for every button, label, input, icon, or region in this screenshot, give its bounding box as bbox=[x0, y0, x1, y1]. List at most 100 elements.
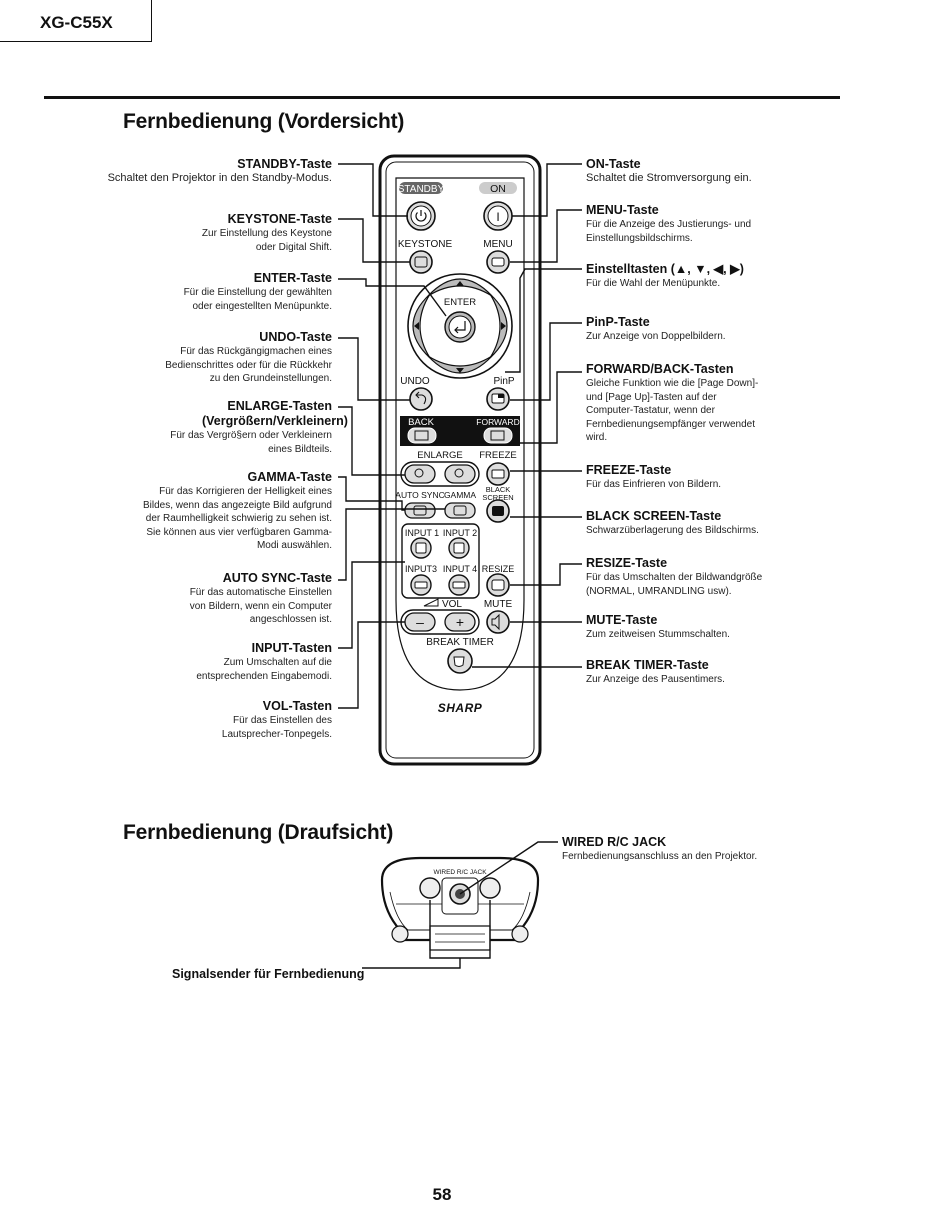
callout-title: AUTO SYNC-Taste bbox=[222, 571, 332, 585]
break-timer-button[interactable] bbox=[447, 648, 473, 674]
callout-desc: Schaltet den Projektor in den Standby-Mo… bbox=[107, 172, 332, 184]
callout-desc: Für die Anzeige des Justierungs- und Ein… bbox=[586, 219, 752, 244]
input3-button[interactable] bbox=[410, 574, 432, 596]
callout-desc: Für das Einstellen des Lautsprecher-Tonp… bbox=[221, 715, 332, 740]
header-rule bbox=[44, 96, 840, 99]
on-label-pill bbox=[479, 182, 517, 194]
mute-button[interactable] bbox=[486, 610, 510, 634]
standby-label-pill bbox=[399, 182, 443, 194]
callout-break-timer: BREAK TIMER-Taste Zur Anzeige des Pausen… bbox=[586, 658, 786, 687]
callout-vol: VOL-Tasten Für das Einstellen des Lautsp… bbox=[102, 699, 332, 741]
vol-up-button[interactable]: + bbox=[444, 612, 476, 632]
callout-desc: Schaltet die Stromversorgung ein. bbox=[586, 172, 752, 184]
freeze-button[interactable] bbox=[486, 462, 510, 486]
enter-icon bbox=[454, 321, 466, 334]
down-button[interactable] bbox=[427, 355, 493, 374]
black-label: BLACK bbox=[486, 485, 511, 494]
front-view-title: Fernbedienung (Vordersicht) bbox=[123, 110, 405, 133]
callout-desc: Zum zeitweisen Stummschalten. bbox=[586, 629, 730, 640]
callout-title: FREEZE-Taste bbox=[586, 463, 672, 477]
callout-pinp: PinP-Taste Zur Anzeige von Doppelbildern… bbox=[586, 315, 786, 344]
callout-on: ON-Taste Schaltet die Stromversorgung ei… bbox=[586, 157, 776, 186]
forward-icon bbox=[490, 430, 505, 441]
undo-button[interactable] bbox=[409, 387, 433, 411]
callout-freeze: FREEZE-Taste Für das Einfrieren von Bild… bbox=[586, 463, 786, 492]
callout-undo: UNDO-Taste Für das Rückgängigmachen eine… bbox=[102, 330, 332, 386]
callout-standby: STANDBY-Taste Schaltet den Projektor in … bbox=[102, 157, 332, 186]
wired-rc-jack-label: WIRED R/C JACK bbox=[433, 869, 487, 876]
callout-desc: Für die Einstellung der gewählten oder e… bbox=[183, 287, 332, 312]
callout-title: STANDBY-Taste bbox=[237, 157, 332, 171]
callout-title: RESIZE-Taste bbox=[586, 556, 668, 570]
input1-button[interactable] bbox=[410, 537, 432, 559]
resize-button[interactable] bbox=[486, 573, 510, 597]
input3-label: INPUT3 bbox=[405, 564, 437, 574]
menu-button[interactable] bbox=[486, 250, 510, 274]
sharp-logo: SHARP bbox=[438, 701, 483, 715]
enlarge-zoom-in-button[interactable] bbox=[404, 464, 436, 484]
callout-desc: Zur Anzeige des Pausentimers. bbox=[586, 674, 725, 685]
callout-desc: Zum Umschalten auf die entsprechenden Ei… bbox=[196, 657, 332, 682]
callout-title: BREAK TIMER-Taste bbox=[586, 658, 709, 672]
direction-pad[interactable]: ENTER bbox=[407, 273, 513, 379]
resize-label: RESIZE bbox=[482, 564, 515, 574]
black-screen-button[interactable] bbox=[486, 499, 510, 523]
callout-desc: Für das Korrigieren der Helligkeit eines… bbox=[142, 486, 332, 551]
callout-title: MUTE-Taste bbox=[586, 613, 658, 627]
callout-black-screen: BLACK SCREEN-Taste Schwarzüberlagerung d… bbox=[586, 509, 786, 538]
screen-label: SCREEN bbox=[482, 493, 513, 502]
minus-icon: – bbox=[416, 614, 424, 630]
callout-menu: MENU-Taste Für die Anzeige des Justierun… bbox=[586, 203, 761, 245]
right-button[interactable] bbox=[489, 293, 508, 359]
callout-title: GAMMA-Taste bbox=[247, 470, 333, 484]
callout-wired-jack: WIRED R/C JACK Fernbedienungsanschluss a… bbox=[562, 835, 782, 864]
input4-button[interactable] bbox=[448, 574, 470, 596]
on-label: ON bbox=[490, 183, 506, 195]
auto-sync-label: AUTO SYNC bbox=[395, 490, 444, 500]
callout-title: UNDO-Taste bbox=[259, 330, 332, 344]
input1-label: INPUT 1 bbox=[405, 528, 439, 538]
callout-title: MENU-Taste bbox=[586, 203, 659, 217]
break-timer-label: BREAK TIMER bbox=[426, 637, 494, 648]
down-arrow-icon bbox=[456, 368, 464, 373]
left-button[interactable] bbox=[412, 293, 431, 359]
forward-label: FORWARD bbox=[476, 417, 519, 427]
pinp-button[interactable] bbox=[486, 387, 510, 411]
callout-title: VOL-Tasten bbox=[262, 699, 332, 713]
freeze-icon bbox=[491, 469, 505, 479]
up-button[interactable] bbox=[427, 278, 493, 297]
forward-button[interactable] bbox=[483, 427, 513, 444]
vol-down-button[interactable]: – bbox=[404, 612, 436, 632]
keystone-button[interactable] bbox=[409, 250, 433, 274]
callout-keystone: KEYSTONE-Taste Zur Einstellung des Keyst… bbox=[102, 212, 332, 254]
callout-forward-back: FORWARD/BACK-Tasten Gleiche Funktion wie… bbox=[586, 362, 761, 445]
gamma-button[interactable] bbox=[444, 502, 476, 519]
input4-icon bbox=[452, 581, 466, 589]
standby-button[interactable] bbox=[406, 201, 436, 231]
mute-icon bbox=[491, 613, 500, 631]
input2-icon bbox=[453, 542, 465, 554]
input2-button[interactable] bbox=[448, 537, 470, 559]
signal-emitter bbox=[429, 925, 491, 951]
callout-enter: ENTER-Taste Für die Einstellung der gewä… bbox=[102, 271, 332, 313]
up-arrow-icon bbox=[456, 281, 464, 286]
callout-title: ON-Taste bbox=[586, 157, 641, 171]
plus-icon: + bbox=[456, 614, 464, 630]
on-button[interactable]: I bbox=[483, 201, 513, 231]
callout-auto-sync: AUTO SYNC-Taste Für das automatische Ein… bbox=[102, 571, 332, 627]
callout-desc: Für die Wahl der Menüpunkte. bbox=[586, 278, 721, 289]
enlarge-zoom-out-button[interactable] bbox=[444, 464, 476, 484]
mute-label: MUTE bbox=[484, 599, 513, 610]
input3-icon bbox=[414, 581, 428, 589]
enter-button[interactable] bbox=[444, 311, 476, 343]
menu-label: MENU bbox=[483, 239, 512, 250]
callout-title: ENTER-Taste bbox=[253, 271, 332, 285]
callout-desc: Zur Anzeige von Doppelbildern. bbox=[586, 331, 726, 342]
auto-sync-button[interactable] bbox=[404, 502, 436, 519]
gamma-icon bbox=[453, 505, 467, 516]
back-button[interactable] bbox=[407, 427, 437, 444]
callout-desc: Für das automatische Einstellen von Bild… bbox=[189, 587, 332, 625]
callout-arrow-keys: Einstelltasten (▲, ▼, ◀, ▶) Für die Wahl… bbox=[586, 262, 786, 291]
callout-desc: Schwarzüberlagerung des Bildschirms. bbox=[586, 525, 759, 536]
callout-title: Einstelltasten (▲, ▼, ◀, ▶) bbox=[586, 262, 744, 276]
